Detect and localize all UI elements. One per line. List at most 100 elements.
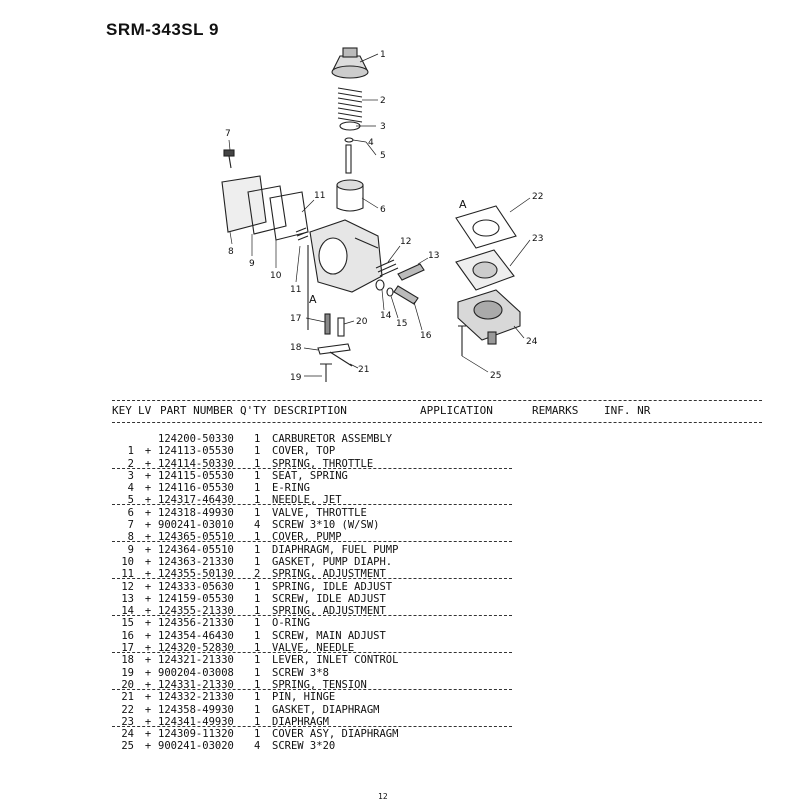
row-description: NEEDLE, JET: [272, 494, 342, 507]
row-level: +: [144, 617, 152, 630]
part-fuel-pump-diaphragm: [247, 185, 287, 235]
parts-table-header: KEY LV PART NUMBER Q'TY DESCRIPTION APPL…: [0, 404, 800, 420]
row-description: SPRING, TENSION: [272, 678, 367, 691]
row-part-number: 124333-05630: [158, 580, 234, 593]
row-part-number: 124355-21330: [158, 605, 234, 618]
col-lv: LV: [138, 404, 152, 417]
row-quantity: 1: [254, 728, 261, 741]
row-description: DIAPHRAGM, FUEL PUMP: [272, 543, 399, 556]
part-screw-25: [458, 325, 466, 356]
col-qty: Q'TY: [240, 404, 267, 417]
callout-10: 10: [270, 271, 282, 281]
row-key: 19: [121, 666, 134, 679]
row-quantity: 1: [254, 555, 261, 568]
callout-11a: 11: [314, 191, 325, 201]
row-level: +: [144, 678, 152, 691]
row-key: 11: [121, 568, 134, 581]
row-key: 9: [127, 543, 134, 556]
row-quantity: 1: [254, 666, 261, 679]
row-level: +: [144, 629, 152, 642]
ref-label-a-right: A: [459, 198, 467, 211]
row-level: +: [144, 445, 152, 458]
table-row: 12 +124333-05630 1 SPRING, IDLE ADJUST: [0, 581, 800, 593]
row-level: +: [144, 519, 152, 532]
col-key: KEY: [112, 404, 132, 417]
row-part-number: 124321-21330: [158, 654, 234, 667]
row-key: 7: [127, 519, 134, 532]
row-key: 6: [127, 506, 134, 519]
row-key: 5: [127, 494, 134, 507]
row-quantity: 1: [254, 715, 261, 728]
row-quantity: 1: [254, 482, 261, 495]
row-level: +: [144, 592, 152, 605]
row-key: 4: [127, 482, 134, 495]
row-level: +: [144, 580, 152, 593]
row-quantity: 1: [254, 703, 261, 716]
row-quantity: 1: [254, 433, 261, 445]
row-part-number: 124358-49930: [158, 703, 234, 716]
part-hinge-pin: [329, 351, 353, 367]
row-description: SPRING, IDLE ADJUST: [272, 580, 393, 593]
col-inf-nr: INF. NR: [604, 404, 651, 417]
row-quantity: 1: [254, 445, 261, 458]
row-level: +: [144, 482, 152, 495]
row-key: 14: [121, 605, 134, 618]
row-quantity: 1: [254, 592, 261, 605]
row-key: 12: [121, 580, 134, 593]
part-idle-screw: [397, 263, 425, 281]
row-description: COVER, TOP: [272, 445, 336, 458]
row-key: 18: [121, 654, 134, 667]
row-description: SCREW 3*20: [272, 740, 336, 753]
row-description: SEAT, SPRING: [272, 469, 348, 482]
part-adjust-spring-14: [375, 279, 385, 291]
col-description: DESCRIPTION: [274, 404, 347, 417]
row-part-number: 900241-03010: [158, 519, 234, 532]
row-level: +: [144, 654, 152, 667]
callout-2: 2: [380, 96, 386, 106]
row-part-number: 124159-05530: [158, 592, 234, 605]
row-level: +: [144, 715, 152, 728]
row-key: 24: [121, 728, 134, 741]
callout-9: 9: [249, 259, 255, 269]
col-remarks: REMARKS: [532, 404, 579, 417]
row-level: +: [144, 728, 152, 741]
row-level: +: [144, 531, 152, 544]
row-quantity: 1: [254, 457, 261, 470]
row-level: +: [144, 469, 152, 482]
part-idle-spring: [375, 259, 399, 277]
row-level: +: [144, 494, 152, 507]
exploded-parts-diagram: 1 2 3 4 5 6 7 8 9 10 11 11 12 13 14 15 1…: [221, 47, 543, 383]
row-level: +: [144, 666, 152, 679]
row-part-number: 124320-52830: [158, 642, 234, 655]
callout-24: 24: [526, 337, 538, 347]
row-part-number: 124356-21330: [158, 617, 234, 630]
callout-19: 19: [290, 373, 302, 383]
row-quantity: 1: [254, 691, 261, 704]
row-part-number: 124365-05510: [158, 531, 234, 544]
header-top-rule: [112, 400, 762, 401]
callout-6: 6: [380, 205, 386, 215]
row-key: 22: [121, 703, 134, 716]
row-part-number: 124341-49930: [158, 715, 234, 728]
row-description: CARBURETOR ASSEMBLY: [272, 433, 393, 445]
row-description: SCREW, MAIN ADJUST: [272, 629, 386, 642]
row-part-number: 124116-05530: [158, 482, 234, 495]
col-application: APPLICATION: [420, 404, 493, 417]
row-part-number: 900204-03008: [158, 666, 234, 679]
part-needle-valve: [324, 313, 331, 335]
part-jet-needle: [345, 144, 352, 174]
row-quantity: 1: [254, 580, 261, 593]
callout-16: 16: [420, 331, 432, 341]
